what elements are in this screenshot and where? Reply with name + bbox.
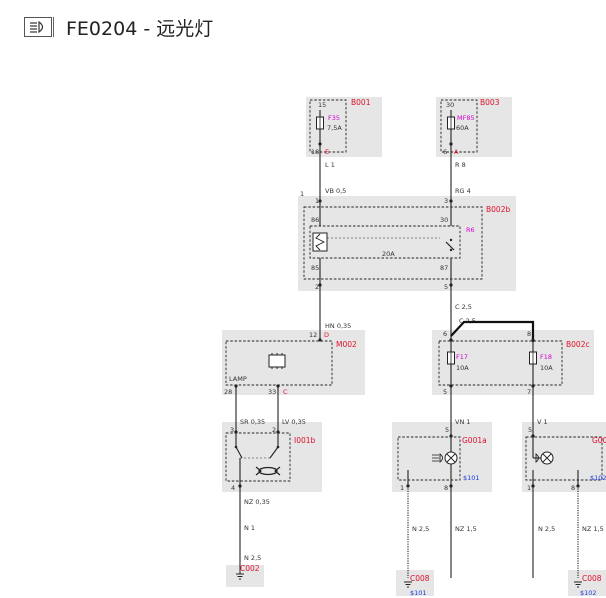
module-pin-top: 12 [309,331,317,339]
lamp-g001a-pin-bl: 1 [400,484,404,492]
fuse-b001-ref: B001 [351,98,371,107]
module-ref: M002 [336,340,357,349]
module-m002-box [222,330,365,395]
fuses-pin-br: 7 [527,388,531,396]
wire-n25b-label: N 2,5 [412,525,429,533]
relay-b002b: 1 3 1 86 30 B002b R6 20A 85 87 2 5 [300,190,510,291]
ground-c002: C002 [236,564,260,580]
ground-c008b: C008 $102 [574,574,602,597]
lamp-g001b-ref: G00 [592,436,606,445]
fuse-b001-pin-bottom: 18 [311,148,319,156]
module-label: LAMP [229,375,247,383]
switch-pin-tr: 2 [272,426,276,434]
wire-l1-label: L 1 [325,161,335,169]
fuse-f17-name: F17 [456,353,468,361]
relay-pin-l-top: 1 [300,190,304,198]
relay-pin-85: 85 [311,264,319,272]
ground-c002-ref: C002 [240,564,260,573]
page-header: FE0204 - 远光灯 [24,14,213,40]
relay-pin-30: 30 [440,216,448,224]
lamp-g001a-ref: G001a [462,436,487,445]
headlight-high-beam-icon [24,17,54,37]
lamp-g001b-splice: $102 [590,474,606,482]
fuse-b001: 15 B001 F35 7,5A 18 E [309,98,371,156]
ground-c008a-ref: C008 [410,574,430,583]
ground-c008a: C008 $101 [404,574,430,597]
switch-i001b: 3 2 I001b 4 [225,426,316,492]
relay-name: R6 [466,226,475,234]
wire-n25a-label: N 2,5 [244,554,261,562]
switch-pin-tl: 3 [230,426,234,434]
wire-n25c-label: N 2,5 [538,525,555,533]
ground-c008b-ref: C008 [582,574,602,583]
wire-sr-label: SR 0,35 [240,418,265,426]
fuse-b003-pin-top: 30 [446,101,454,109]
fuse-b001-name: F35 [328,114,340,122]
fuses-pin-tr: 8 [527,330,531,338]
bridge-c25 [450,320,535,342]
relay-rating: 20A [382,250,395,258]
switch-pin-b: 4 [231,484,235,492]
pin-dots [234,142,580,488]
fuse-b003-pin-bottom: 6 [443,148,447,156]
fuses-pin-bl: 5 [443,388,447,396]
wire-lv-label: LV 0,35 [282,418,306,426]
wire-n1-label: N 1 [244,524,255,532]
ground-c008b-box [568,570,606,596]
lamp-g001a-pin-br: 8 [444,484,448,492]
lamp-g001a-splice: $101 [463,474,480,482]
wire-hn-label: HN 0,35 [325,322,351,330]
fuse-b003: 30 B003 MF85 60A 6 A [440,98,500,156]
ground-c008a-box [396,570,434,596]
lamp-g001a-pin-t: 5 [445,426,449,434]
ground-c008a-splice: $101 [410,589,427,597]
lamp-g001b-pin-t: 5 [528,426,532,434]
lamp-g001b: 5 G00 $102 1 8 [525,426,606,492]
fuse-b001-rating: 7,5A [327,124,342,132]
wire-r8-label: R 8 [455,161,466,169]
wire-v1-label: V 1 [537,418,548,426]
lamp-g001b-pin-br: 8 [571,484,575,492]
fuse-b003-pin-letter: A [454,148,459,156]
relay-pin-r-bottom: 5 [444,283,448,291]
page-title: FE0204 - 远光灯 [66,17,214,40]
ground-c002-box [226,565,264,587]
wire-nz035-label: NZ 0,35 [244,498,270,506]
lamp-g001b-pin-bl: 1 [527,484,531,492]
module-pin-top-letter: D [324,331,329,339]
wire-vn-label: VN 1 [455,418,471,426]
fuses-pin-tl: 6 [443,330,447,338]
relay-ref: B002b [486,205,510,214]
fuse-b001-pin-letter: E [325,148,329,156]
fuse-f18-rating: 10A [540,364,553,372]
fuses-b002c: 6 8 B002c F17 10A F18 10A 5 7 [438,330,590,396]
fuse-b003-name: MF85 [457,114,475,122]
wire-vb-label: VB 0,5 [325,187,346,195]
fuse-b003-rating: 60A [456,124,469,132]
fuse-b003-ref: B003 [480,98,500,107]
module-pin-br: 33 [268,388,276,396]
wire-c25a-label: C 2,5 [455,303,472,311]
switch-ref: I001b [294,436,316,445]
wire-nz15b-label: NZ 1,5 [582,525,604,533]
switch-i001b-box [222,422,322,492]
fuses-ref: B002c [566,340,590,349]
wire-nz15a-label: NZ 1,5 [455,525,477,533]
lamp-g001a: 5 G001a $101 1 8 [397,426,487,492]
module-pin-bl: 28 [224,388,232,396]
wire-rg-label: RG 4 [455,187,471,195]
relay-pin-86: 86 [311,216,319,224]
relay-pin-87: 87 [440,264,448,272]
ground-c008b-splice: $102 [580,589,597,597]
fuse-b001-pin-top: 15 [318,101,326,109]
fuse-f17-rating: 10A [456,364,469,372]
fuse-f18-name: F18 [540,353,552,361]
relay-b002b-box [298,196,516,291]
relay-pin-l-bottom: 2 [315,283,319,291]
module-pin-br-letter: C [283,388,288,396]
relay-pin-l-top-num: 1 [315,197,319,205]
relay-pin-r-top: 3 [444,197,448,205]
